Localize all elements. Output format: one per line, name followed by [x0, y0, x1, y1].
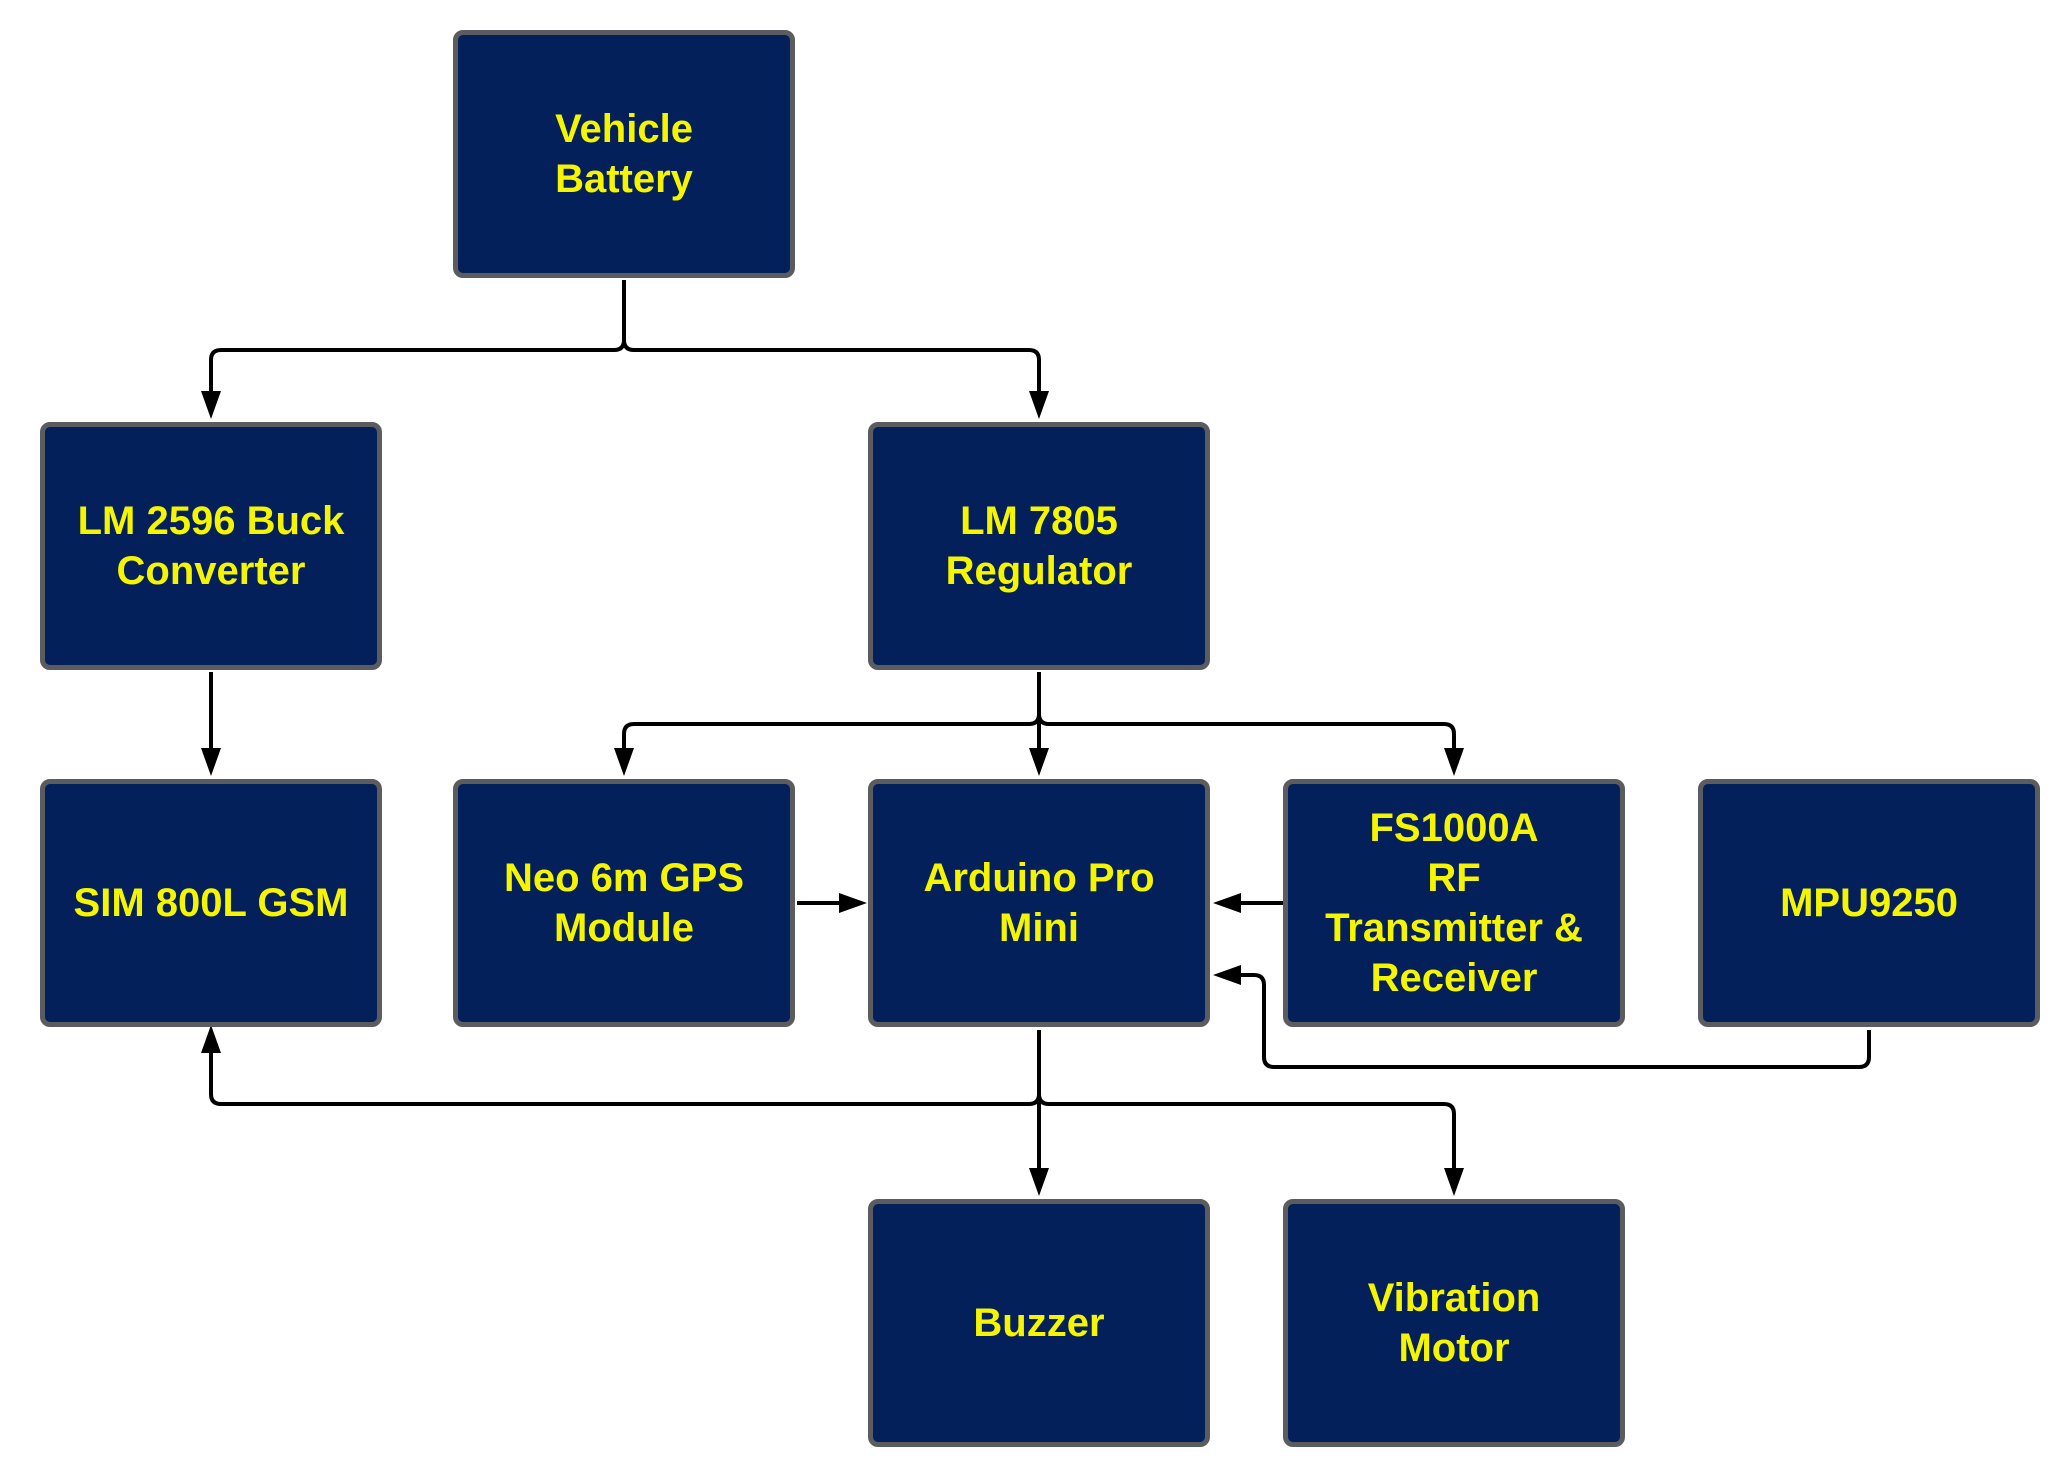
- vibration-motor-block: Vibration Motor: [1283, 1199, 1625, 1447]
- neo6m-gps-module-block: Neo 6m GPS Module: [453, 779, 795, 1027]
- arrowhead-vibration-motor: [1444, 1168, 1464, 1196]
- mpu9250-label: MPU9250: [1780, 881, 1958, 925]
- connector-arduino-to-vibration-motor: [1037, 1030, 1456, 1189]
- arrowhead-sim800l-top: [201, 748, 221, 776]
- lm7805-regulator-label: LM 7805 Regulator: [945, 499, 1133, 593]
- arrowhead-sim800l-bottom: [201, 1025, 221, 1053]
- connector-mpu9250-to-arduino: [1220, 973, 1871, 1069]
- vehicle-battery-block: Vehicle Battery: [453, 30, 795, 278]
- vehicle-battery-label: Vehicle Battery: [555, 107, 693, 201]
- arrowhead-arduino-left: [839, 893, 867, 913]
- arrowhead-arduino-right: [1213, 893, 1241, 913]
- fs1000a-rf-block: FS1000A RF Transmitter & Receiver: [1283, 779, 1625, 1027]
- connector-arduino-to-sim800l: [209, 1030, 1041, 1106]
- lm2596-buck-converter-block: LM 2596 Buck Converter: [40, 422, 382, 670]
- mpu9250-block: MPU9250: [1698, 779, 2040, 1027]
- lm2596-buck-converter-label: LM 2596 Buck Converter: [77, 499, 345, 593]
- buzzer-label: Buzzer: [973, 1301, 1105, 1345]
- arrowhead-buzzer: [1029, 1168, 1049, 1196]
- fs1000a-rf-label: FS1000A RF Transmitter & Receiver: [1325, 806, 1583, 1000]
- connector-lm7805-to-neo6m: [622, 672, 1041, 769]
- sim800l-gsm-block: SIM 800L GSM: [40, 779, 382, 1027]
- connector-lm7805-to-fs1000a: [1037, 672, 1456, 769]
- arduino-pro-mini-block: Arduino Pro Mini: [868, 779, 1210, 1027]
- connector-battery-to-lm2596: [209, 280, 626, 412]
- vibration-motor-label: Vibration Motor: [1367, 1276, 1541, 1370]
- neo6m-gps-module-label: Neo 6m GPS Module: [503, 856, 745, 950]
- connector-battery-to-lm7805: [622, 280, 1041, 412]
- arrowhead-fs1000a: [1444, 748, 1464, 776]
- arrowhead-neo6m: [614, 748, 634, 776]
- arrowhead-lm7805: [1029, 391, 1049, 419]
- lm7805-regulator-block: LM 7805 Regulator: [868, 422, 1210, 670]
- buzzer-block: Buzzer: [868, 1199, 1210, 1447]
- arrowhead-arduino-top: [1029, 748, 1049, 776]
- arrowhead-arduino-right-lower: [1213, 965, 1241, 985]
- sim800l-gsm-label: SIM 800L GSM: [73, 881, 349, 925]
- arrowhead-lm2596: [201, 391, 221, 419]
- arduino-pro-mini-label: Arduino Pro Mini: [923, 856, 1155, 950]
